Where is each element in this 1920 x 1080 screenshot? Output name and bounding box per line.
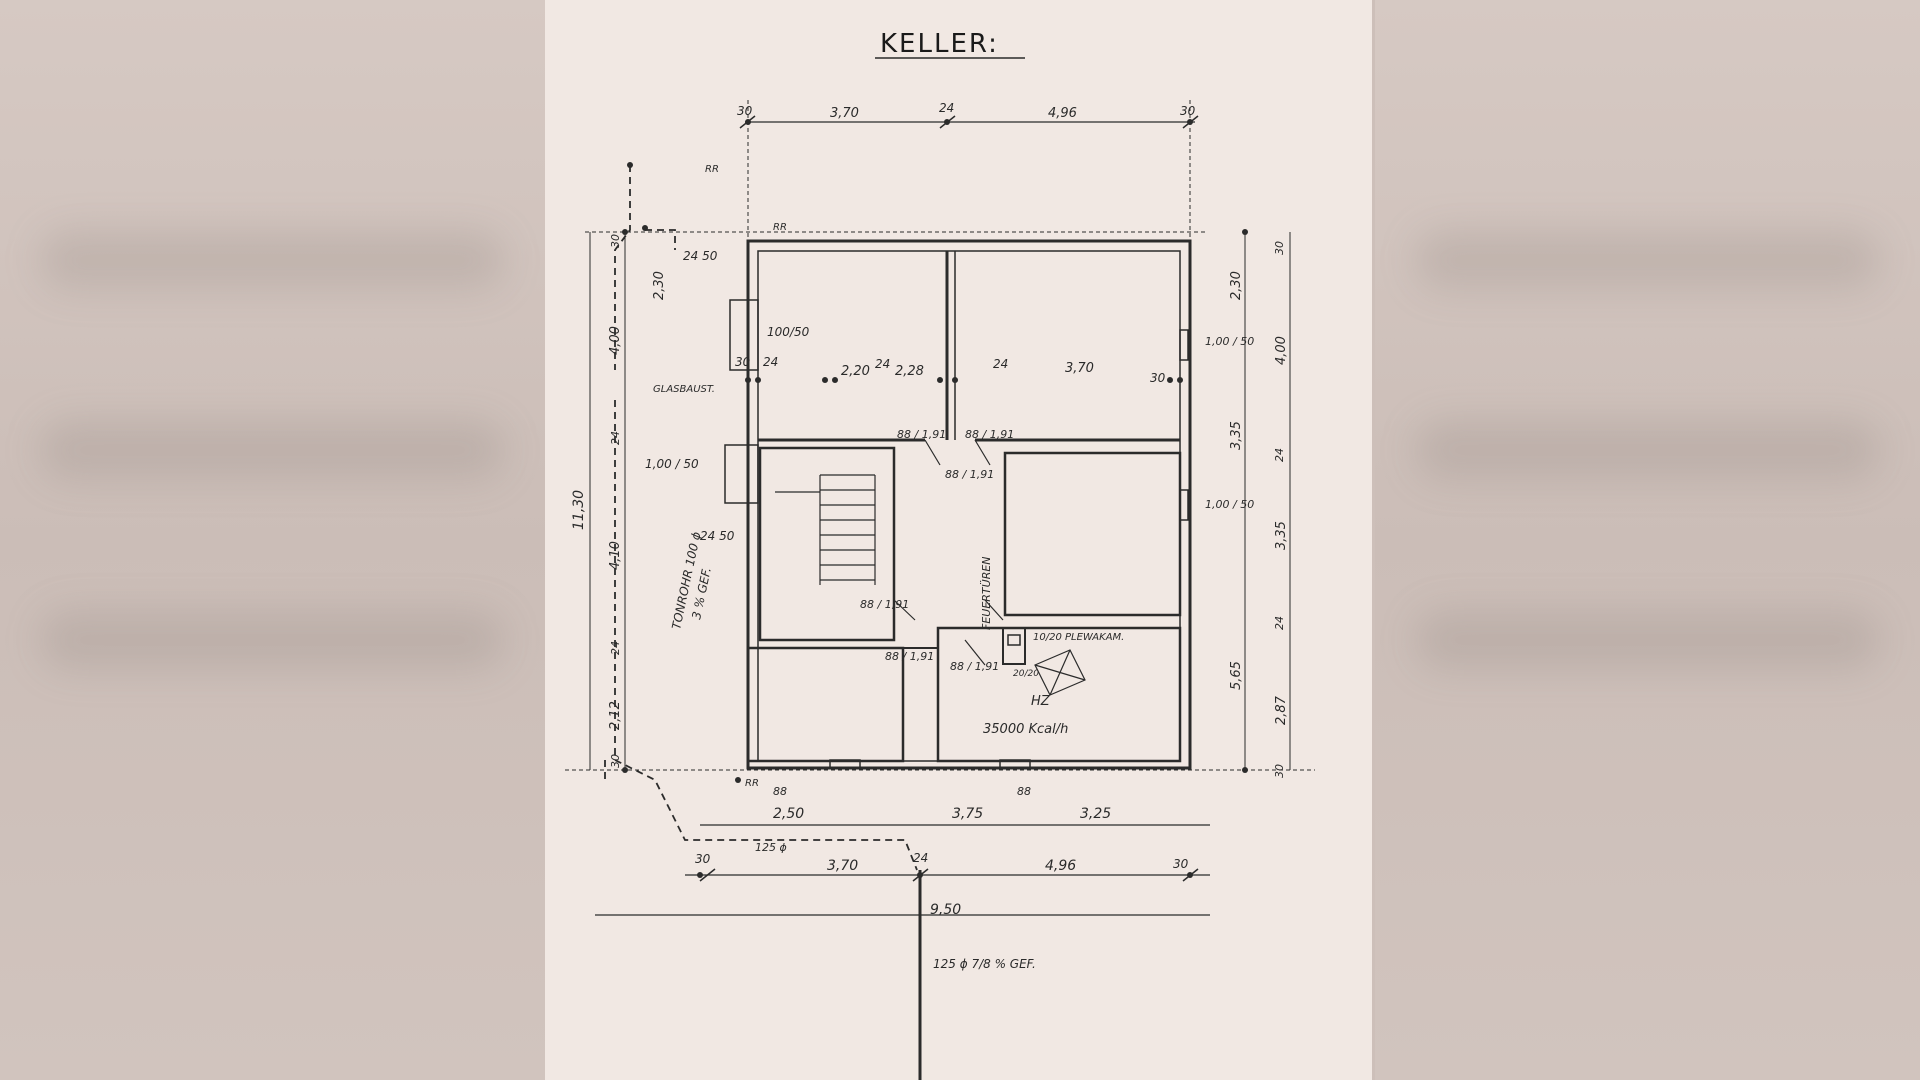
dim-top-4: 30 <box>1180 104 1196 118</box>
dim-right-6: 24 <box>1273 616 1286 630</box>
wall-bottom-left-room <box>746 646 905 763</box>
plan-title: KELLER: <box>880 29 999 59</box>
label-door-e: 88 / 1,91 <box>885 650 934 663</box>
label-pipe-125: 125 ϕ <box>755 841 787 854</box>
window-bottom-right <box>999 759 1031 769</box>
blur-band <box>40 610 505 670</box>
dim-right-2: 4,00 <box>1274 336 1289 365</box>
window-bottom-left <box>829 759 861 769</box>
label-door-b: 88 / 1,91 <box>965 428 1014 441</box>
blur-band <box>40 420 505 480</box>
chimney <box>1002 627 1026 665</box>
window-right-mid <box>1179 489 1189 521</box>
outer-wall <box>746 239 1192 770</box>
dim-top-1: 3,70 <box>830 106 859 121</box>
dim-total-width: 9,50 <box>930 902 961 918</box>
dim-right-0: 30 <box>1273 241 1286 255</box>
dim-left-7: 4,10 <box>608 541 623 570</box>
light-shaft-mid <box>724 444 759 504</box>
wall-right-room <box>1003 451 1182 617</box>
dim-bottom-outer-0: 30 <box>695 852 711 866</box>
floor-plan-drawing: KELLER: 30 3,70 24 4,96 30 RR RR RR GLAS… <box>565 29 1315 1080</box>
dim-left-9: 2,12 <box>608 701 623 730</box>
dim-right-7: 5,65 <box>1229 661 1244 690</box>
label-feuerturen: FEUERTÜREN <box>980 556 993 630</box>
dim-bottom-outer-1: 3,70 <box>827 858 858 874</box>
label-rr-bottom: RR <box>745 778 759 789</box>
dim-bottom-outer-3: 4,96 <box>1045 858 1076 874</box>
blur-band <box>1415 230 1880 290</box>
wall-stair-room <box>758 446 896 642</box>
label-pipe-bottom: 125 ϕ 7/8 % GEF. <box>933 957 1036 971</box>
drain-pipes <box>604 165 918 871</box>
chimney-flue <box>1007 634 1021 646</box>
label-win-right-b: 1,00 / 50 <box>1205 498 1254 511</box>
label-plewakam: 10/20 PLEWAKAM. <box>1033 632 1124 643</box>
blur-band <box>40 230 505 290</box>
floor-plan-sheet: KELLER: 30 3,70 24 4,96 30 RR RR RR GLAS… <box>545 0 1372 1080</box>
dim-right-5: 3,35 <box>1274 521 1289 550</box>
label-dim-228: 2,28 <box>895 364 924 379</box>
dim-bottom-outer-4: 30 <box>1173 857 1189 871</box>
label-dim-220: 2,20 <box>841 364 870 379</box>
boiler-symbol <box>1034 649 1086 696</box>
label-win-right-a: 1,00 / 50 <box>1205 335 1254 348</box>
label-dim-30b: 30 <box>1150 371 1166 385</box>
label-dim-24c: 24 <box>993 357 1008 371</box>
label-dim-370-mid: 3,70 <box>1065 361 1094 376</box>
dim-bottom-inner-1: 3,75 <box>952 806 983 822</box>
dim-bottom-outer-2: 24 <box>913 851 928 865</box>
label-door-d: 88 / 1,91 <box>860 598 909 611</box>
label-door-a: 88 / 1,91 <box>897 428 946 441</box>
dim-right-4: 24 <box>1273 448 1286 462</box>
window-right-top <box>1179 329 1189 361</box>
dim-right-8: 2,87 <box>1274 695 1289 725</box>
dim-left-5: 11,30 <box>571 490 587 530</box>
wall-bottom-right-room <box>936 626 1182 763</box>
label-door-c: 88 / 1,91 <box>945 468 994 481</box>
blur-band <box>1415 610 1880 670</box>
label-dim-24a: 24 <box>763 355 778 369</box>
label-2050: 20/20 <box>1013 669 1039 679</box>
dim-dots <box>622 119 1248 878</box>
label-2450: 24 50 <box>683 249 718 263</box>
blurred-background-left <box>0 0 545 1080</box>
door-markers <box>893 439 1004 666</box>
inner-wall-line <box>757 250 1181 762</box>
label-hz: HZ <box>1031 694 1051 709</box>
label-dim-24b: 24 <box>875 357 890 371</box>
label-door-f: 88 / 1,91 <box>950 660 999 673</box>
dim-left-4: 4,00 <box>608 326 623 355</box>
dim-bottom-inner-0: 2,50 <box>773 806 804 822</box>
label-rr-mid: RR <box>773 222 787 233</box>
dim-right-3: 3,35 <box>1229 421 1244 450</box>
dim-right-9: 30 <box>1273 764 1286 778</box>
label-win-100-50: 100/50 <box>767 325 810 339</box>
blur-band <box>1415 420 1880 480</box>
label-win-88-b: 88 <box>1017 785 1031 798</box>
staircase <box>775 474 876 585</box>
light-shaft-top <box>729 299 759 371</box>
dim-left-0: 30 <box>609 234 622 248</box>
label-dim-30a: 30 <box>735 355 751 369</box>
dim-bottom-inner-2: 3,25 <box>1080 806 1111 822</box>
label-2450b: 24 50 <box>700 529 735 543</box>
label-win-left: 1,00 / 50 <box>645 457 699 471</box>
blurred-background-right <box>1375 0 1920 1080</box>
dim-left-8: 24 <box>609 641 622 655</box>
label-kcal: 35000 Kcal/h <box>983 722 1068 737</box>
dim-right-1: 2,30 <box>1229 271 1244 300</box>
dim-left-1: 2,30 <box>652 271 667 300</box>
label-glasbaust: GLASBAUST. <box>653 384 715 395</box>
dim-top-0: 30 <box>737 104 753 118</box>
dim-top-3: 4,96 <box>1048 106 1077 121</box>
label-win-88-a: 88 <box>773 785 787 798</box>
label-rr-top: RR <box>705 164 719 175</box>
dim-left-2: 24 <box>609 431 622 445</box>
dim-left-10: 30 <box>609 754 622 768</box>
dim-top-2: 24 <box>939 101 954 115</box>
